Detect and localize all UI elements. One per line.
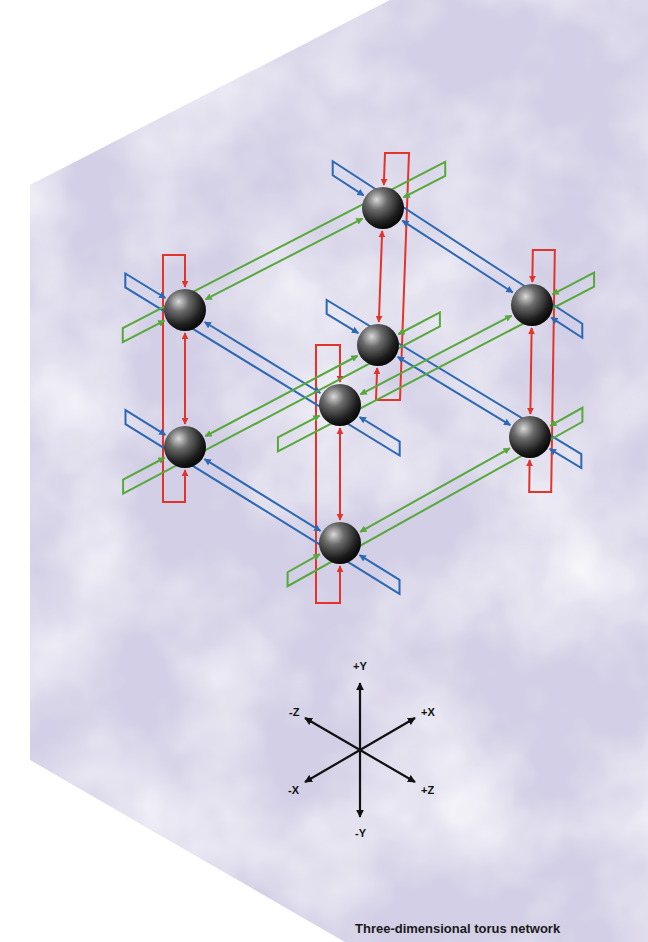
axis-arrow: [360, 750, 415, 782]
wraparound-link: [125, 273, 399, 455]
processor-sphere: [319, 384, 361, 426]
direct-link: [379, 231, 382, 322]
wraparound-link: [333, 161, 583, 337]
wraparound-link: [327, 300, 582, 468]
direct-link: [205, 322, 321, 393]
processor-sphere: [362, 187, 404, 229]
direct-link: [184, 333, 186, 424]
torus-links: [123, 153, 594, 603]
axis-arrow: [305, 718, 360, 750]
direct-link: [205, 459, 321, 531]
axis-label: +Z: [421, 785, 434, 796]
processor-sphere: [319, 522, 361, 564]
axis-arrow: [359, 750, 361, 817]
axis-arrow: [305, 750, 360, 782]
direct-link: [530, 328, 531, 414]
processor-sphere: [509, 416, 551, 458]
processor-sphere: [164, 289, 206, 331]
figure-caption: Three-dimensional torus network: [355, 922, 560, 936]
direct-link: [205, 219, 362, 300]
direct-link: [360, 448, 510, 532]
processor-sphere: [357, 324, 399, 366]
axis-arrow: [360, 718, 415, 750]
axis-label: -X: [288, 785, 299, 796]
axis-label: -Z: [289, 707, 299, 718]
axis-label: -Y: [355, 828, 366, 839]
axis-label: +Y: [353, 661, 367, 672]
processor-nodes: [164, 187, 553, 564]
processor-sphere: [164, 426, 206, 468]
direct-link: [339, 428, 341, 520]
axis-label: +X: [421, 707, 435, 718]
wraparound-link: [125, 410, 399, 594]
direct-link: [402, 221, 512, 293]
axis-arrow: [359, 683, 361, 750]
processor-sphere: [511, 284, 553, 326]
axis-symbol: [305, 683, 415, 817]
wraparound-link: [123, 162, 445, 342]
wraparound-link: [123, 312, 440, 493]
wraparound-link: [288, 408, 583, 586]
